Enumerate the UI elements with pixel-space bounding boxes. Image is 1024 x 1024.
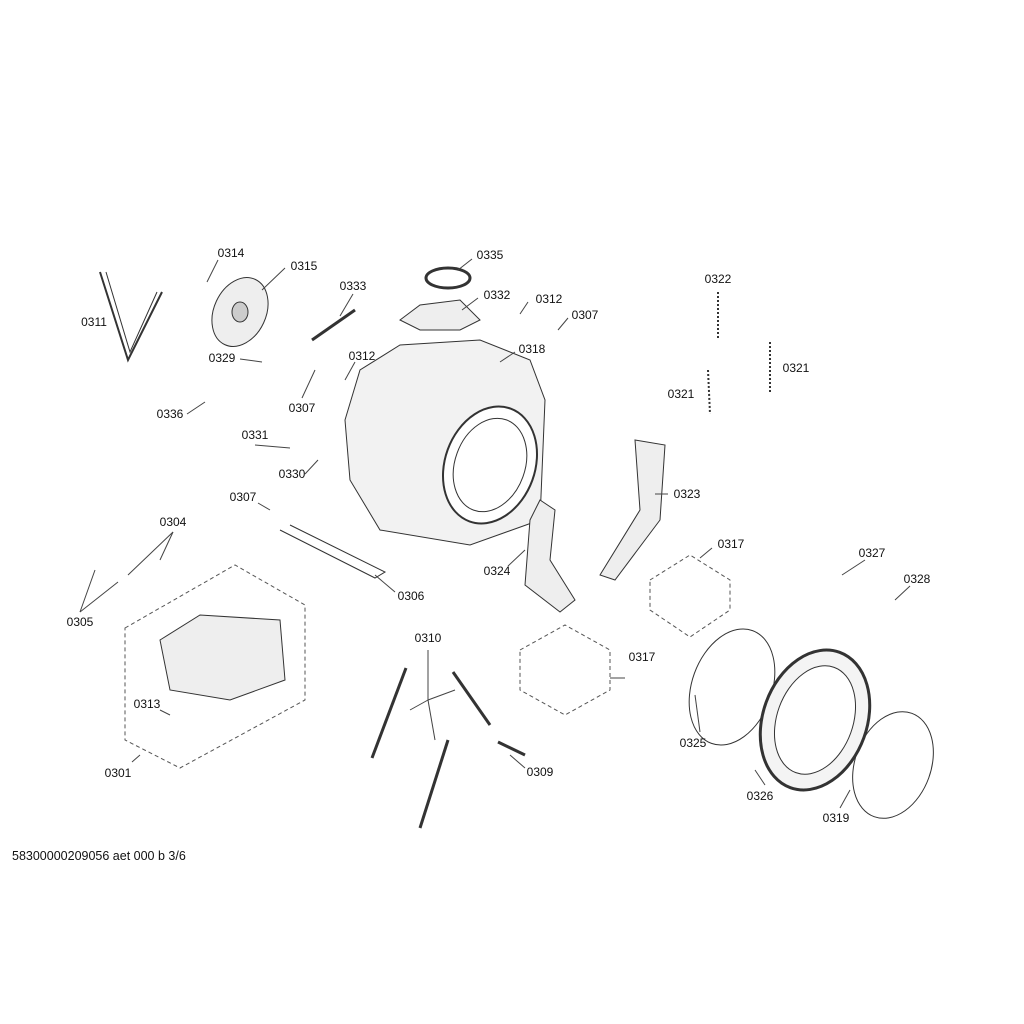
counterweight-right: [599, 439, 666, 581]
tub: [344, 339, 546, 546]
part-label[interactable]: 0306: [397, 589, 425, 603]
part-label[interactable]: 0331: [241, 428, 269, 442]
part-label[interactable]: 0325: [679, 736, 707, 750]
rod: [311, 308, 356, 342]
part-label[interactable]: 0317: [628, 650, 656, 664]
leader-lines: [79, 258, 911, 809]
part-label[interactable]: 0315: [290, 259, 318, 273]
part-label[interactable]: 0307: [571, 308, 599, 322]
part-label[interactable]: 0310: [414, 631, 442, 645]
part-label[interactable]: 0304: [159, 515, 187, 529]
motor: [159, 614, 286, 701]
part-label[interactable]: 0330: [278, 467, 306, 481]
pulley: [211, 277, 269, 347]
door-seal: [852, 711, 934, 819]
counterweight-left: [524, 499, 576, 613]
part-label[interactable]: 0336: [156, 407, 184, 421]
drive-belt: [99, 271, 163, 363]
part-label[interactable]: 0332: [483, 288, 511, 302]
part-label[interactable]: 0333: [339, 279, 367, 293]
heater: [279, 524, 387, 579]
part-label[interactable]: 0317: [717, 537, 745, 551]
part-label[interactable]: 0319: [822, 811, 850, 825]
springs: [707, 292, 771, 415]
part-label[interactable]: 0312: [348, 349, 376, 363]
part-label[interactable]: 0328: [903, 572, 931, 586]
shock-absorbers: [370, 667, 526, 829]
part-label[interactable]: 0329: [208, 351, 236, 365]
part-label[interactable]: 0322: [704, 272, 732, 286]
part-label[interactable]: 0321: [667, 387, 695, 401]
part-label[interactable]: 0301: [104, 766, 132, 780]
part-label[interactable]: 0307: [229, 490, 257, 504]
tub-bracket: [399, 299, 481, 331]
part-label[interactable]: 0305: [66, 615, 94, 629]
dashed-groups: [124, 554, 731, 769]
part-label[interactable]: 0324: [483, 564, 511, 578]
door: [758, 648, 872, 792]
part-label[interactable]: 0321: [782, 361, 810, 375]
part-label[interactable]: 0311: [81, 315, 107, 329]
part-label[interactable]: 0335: [476, 248, 504, 262]
seal-ring: [424, 266, 472, 290]
part-label[interactable]: 0318: [518, 342, 546, 356]
part-label[interactable]: 0307: [288, 401, 316, 415]
document-id: 58300000209056 aet 000 b 3/6: [12, 849, 186, 863]
part-label[interactable]: 0326: [746, 789, 774, 803]
part-label[interactable]: 0313: [133, 697, 161, 711]
part-label[interactable]: 0327: [858, 546, 886, 560]
part-label[interactable]: 0312: [535, 292, 563, 306]
part-label[interactable]: 0323: [673, 487, 701, 501]
part-label[interactable]: 0314: [217, 246, 245, 260]
part-label[interactable]: 0309: [526, 765, 554, 779]
